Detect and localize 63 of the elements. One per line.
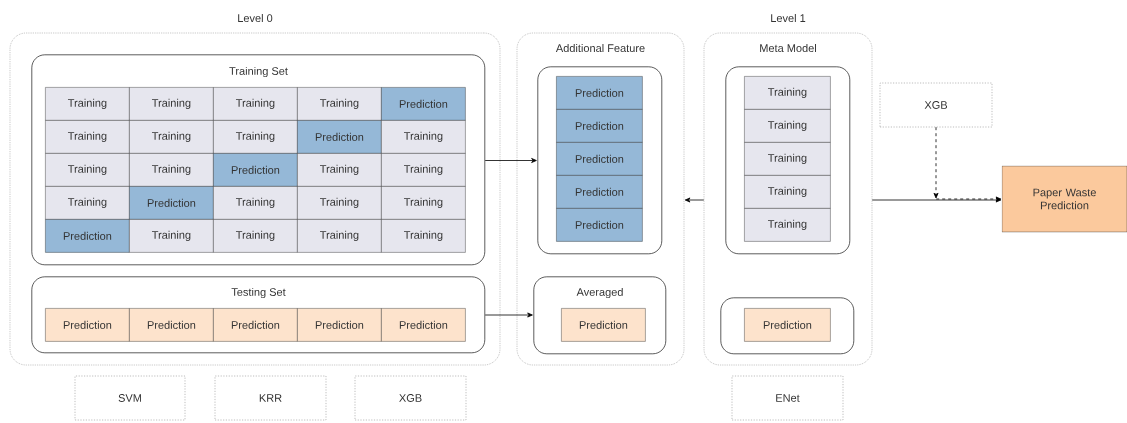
arrow xyxy=(484,158,537,163)
training-cell: Training xyxy=(744,142,831,176)
training-cell: Training xyxy=(213,87,298,121)
training-cell: Training xyxy=(744,208,831,242)
output-box: Paper Waste Prediction xyxy=(1001,165,1127,233)
training-cell: Training xyxy=(297,219,382,253)
training-cell: Training xyxy=(381,219,466,253)
heading: Level 1 xyxy=(771,13,806,23)
heading: Meta Model xyxy=(760,43,816,53)
prediction-cell: Prediction xyxy=(297,308,382,342)
prediction-cell: Prediction xyxy=(213,153,298,187)
training-cell: Training xyxy=(213,219,298,253)
training-cell: Training xyxy=(213,186,298,220)
training-cell: Training xyxy=(129,153,214,187)
arrow xyxy=(484,312,533,318)
training-cell: Training xyxy=(297,153,382,187)
prediction-cell: Prediction xyxy=(381,308,466,342)
training-cell: Training xyxy=(744,76,831,110)
training-cell: Training xyxy=(129,87,214,121)
rounded-box xyxy=(537,66,663,255)
training-cell: Training xyxy=(45,153,130,187)
training-cell: Training xyxy=(297,186,382,220)
model-box: XGB xyxy=(354,375,467,421)
prediction-cell: Prediction xyxy=(381,87,466,121)
heading: Additional Feature xyxy=(555,43,645,53)
model-box: ENet xyxy=(731,375,844,421)
training-cell: Training xyxy=(381,186,466,220)
training-cell: Training xyxy=(129,120,214,154)
rounded-box xyxy=(720,297,855,355)
heading: Level 0 xyxy=(238,13,273,23)
training-cell: Training xyxy=(381,153,466,187)
prediction-cell: Prediction xyxy=(45,308,130,342)
training-cell: Training xyxy=(744,175,831,209)
training-cell: Training xyxy=(45,186,130,220)
model-box: XGB xyxy=(879,82,993,128)
training-cell: Training xyxy=(381,120,466,154)
heading: Training Set xyxy=(229,66,288,78)
prediction-cell: Prediction xyxy=(556,208,643,242)
prediction-cell: Prediction xyxy=(561,308,646,342)
prediction-cell: Prediction xyxy=(556,142,643,176)
training-cell: Training xyxy=(744,109,831,143)
heading: Averaged xyxy=(576,287,623,299)
prediction-cell: Prediction xyxy=(744,308,831,342)
rounded-box xyxy=(725,66,851,255)
training-cell: Training xyxy=(129,219,214,253)
model-box: SVM xyxy=(74,375,186,421)
prediction-cell: Prediction xyxy=(556,175,643,209)
training-cell: Training xyxy=(45,87,130,121)
prediction-cell: Prediction xyxy=(556,109,643,143)
arrow xyxy=(871,197,1002,203)
prediction-cell: Prediction xyxy=(556,76,643,110)
prediction-cell: Prediction xyxy=(129,186,214,220)
model-box: KRR xyxy=(214,375,327,421)
arrow xyxy=(933,126,1002,202)
prediction-cell: Prediction xyxy=(213,308,298,342)
heading: Testing Set xyxy=(231,287,286,299)
prediction-cell: Prediction xyxy=(45,219,130,253)
prediction-cell: Prediction xyxy=(129,308,214,342)
prediction-cell: Prediction xyxy=(297,120,382,154)
arrow xyxy=(684,197,705,203)
training-cell: Training xyxy=(297,87,382,121)
training-cell: Training xyxy=(45,120,130,154)
training-cell: Training xyxy=(213,120,298,154)
